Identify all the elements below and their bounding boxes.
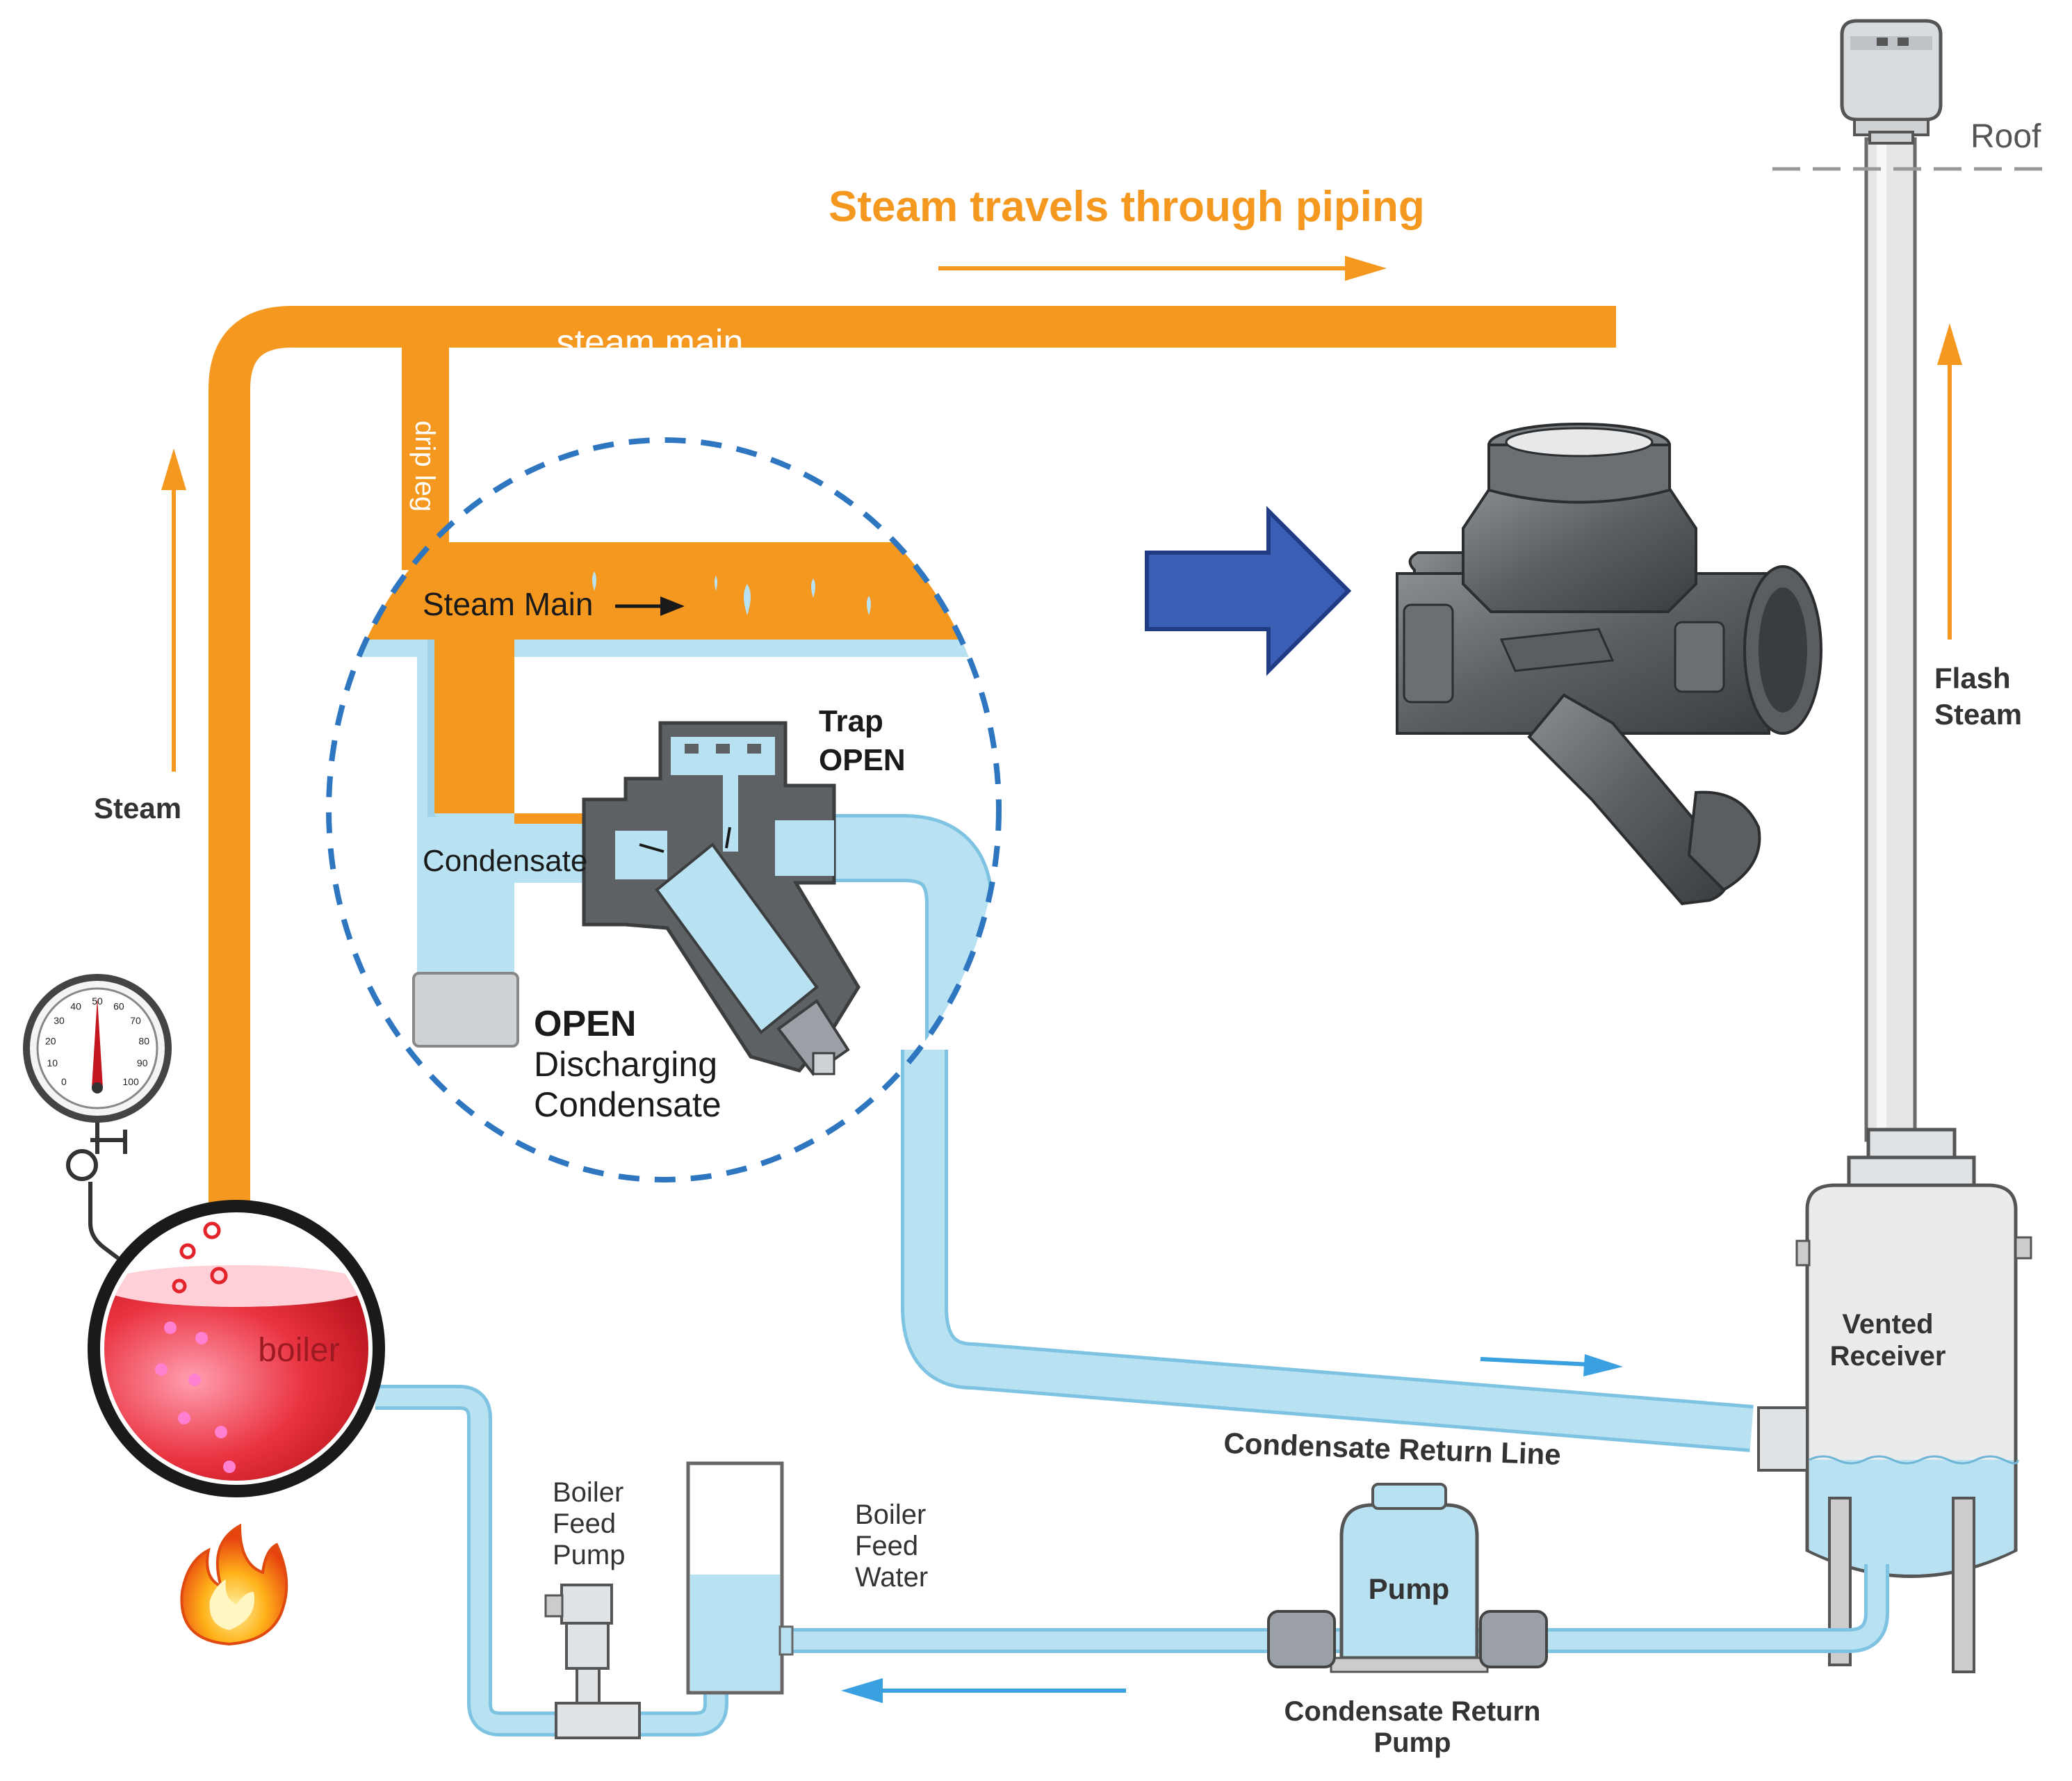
gauge-tick-label: 20 — [45, 1035, 56, 1046]
flash-steam-label-line2: Steam — [1934, 698, 2022, 731]
flash-steam-label-line1: Flash — [1934, 662, 2011, 694]
vented-receiver — [1757, 1128, 2032, 1673]
boiler-feed-water-label-line3: Water — [855, 1562, 928, 1593]
detail-open-line2: Discharging — [534, 1045, 717, 1084]
flow-arrow-right — [1480, 1354, 1623, 1376]
flame-icon — [180, 1523, 288, 1646]
big-right-arrow-icon — [1145, 505, 1352, 676]
condensate-return-pump — [1267, 1483, 1548, 1673]
gauge-tick-label: 40 — [70, 1000, 81, 1011]
feed-water-tank — [686, 1461, 794, 1695]
trap-cutaway — [582, 721, 860, 1076]
detail-condensate-label: Condensate — [423, 844, 587, 878]
gauge-tick-label: 0 — [61, 1076, 67, 1087]
thermodynamic-steam-trap-icon — [1396, 423, 1822, 906]
boiler-feed-water-label-line2: Feed — [855, 1531, 918, 1561]
boiler-label: boiler — [258, 1332, 339, 1369]
drip-leg-label: drip leg — [409, 421, 440, 512]
gauge-tick-label: 80 — [138, 1035, 149, 1046]
gauge-tick-label: 10 — [47, 1057, 58, 1068]
vented-receiver-label-line2: Receiver — [1830, 1341, 1946, 1372]
gauge-tick-label: 50 — [92, 995, 103, 1007]
vent-stack — [1864, 137, 1917, 1142]
gauge-tick-labels: 010 20 30 40 50 60 70 80 90 100 — [45, 995, 149, 1087]
boiler-feed-pump — [544, 1584, 641, 1739]
feed-water-line — [375, 1385, 1889, 1737]
steam-travels-title: Steam travels through piping — [829, 183, 1425, 231]
flow-arrow-left — [841, 1678, 1126, 1703]
detail-trap-open-line1: Trap — [819, 704, 883, 738]
pressure-gauge-icon — [23, 974, 172, 1260]
boiler — [88, 1200, 385, 1497]
steam-travels-arrow — [938, 256, 1387, 281]
gauge-tick-label: 90 — [137, 1057, 148, 1068]
flash-steam-arrow — [1937, 323, 1962, 640]
pump-label: Pump — [1369, 1572, 1450, 1605]
detail-trap-open-line2: OPEN — [819, 743, 906, 777]
condensate-return-line — [901, 1050, 1754, 1452]
roof-label: Roof — [1971, 118, 2041, 155]
steam-main-pipe-label: steam main — [557, 323, 744, 363]
vented-receiver-label-line1: Vented — [1842, 1309, 1933, 1340]
boiler-feed-pump-label-line2: Feed — [553, 1508, 616, 1539]
detail-open-line1: OPEN — [534, 1004, 636, 1044]
detail-open-line3: Condensate — [534, 1085, 721, 1124]
steam-main-pipe — [209, 306, 1616, 1203]
gauge-tick-label: 100 — [122, 1076, 139, 1087]
boiler-feed-pump-label-line3: Pump — [553, 1540, 626, 1570]
condensate-return-line-label: Condensate Return Line — [1223, 1426, 1562, 1471]
boiler-feed-water-label-line1: Boiler — [855, 1499, 926, 1530]
boiler-feed-pump-label-line1: Boiler — [553, 1477, 623, 1508]
condensate-return-pump-label-line2: Pump — [1373, 1727, 1451, 1758]
gauge-tick-label: 70 — [130, 1015, 141, 1026]
steam-label: Steam — [94, 792, 181, 824]
gauge-tick-label: 60 — [113, 1000, 124, 1011]
detail-steam-main-label: Steam Main — [423, 586, 593, 622]
roof-vent-cap-icon — [1840, 19, 1943, 145]
gauge-tick-label: 30 — [54, 1015, 65, 1026]
detail-inset — [326, 437, 1002, 1182]
steam-up-arrow — [161, 448, 186, 772]
condensate-return-pump-label-line1: Condensate Return — [1284, 1696, 1541, 1727]
detail-steam-flow-arrow — [615, 596, 685, 616]
